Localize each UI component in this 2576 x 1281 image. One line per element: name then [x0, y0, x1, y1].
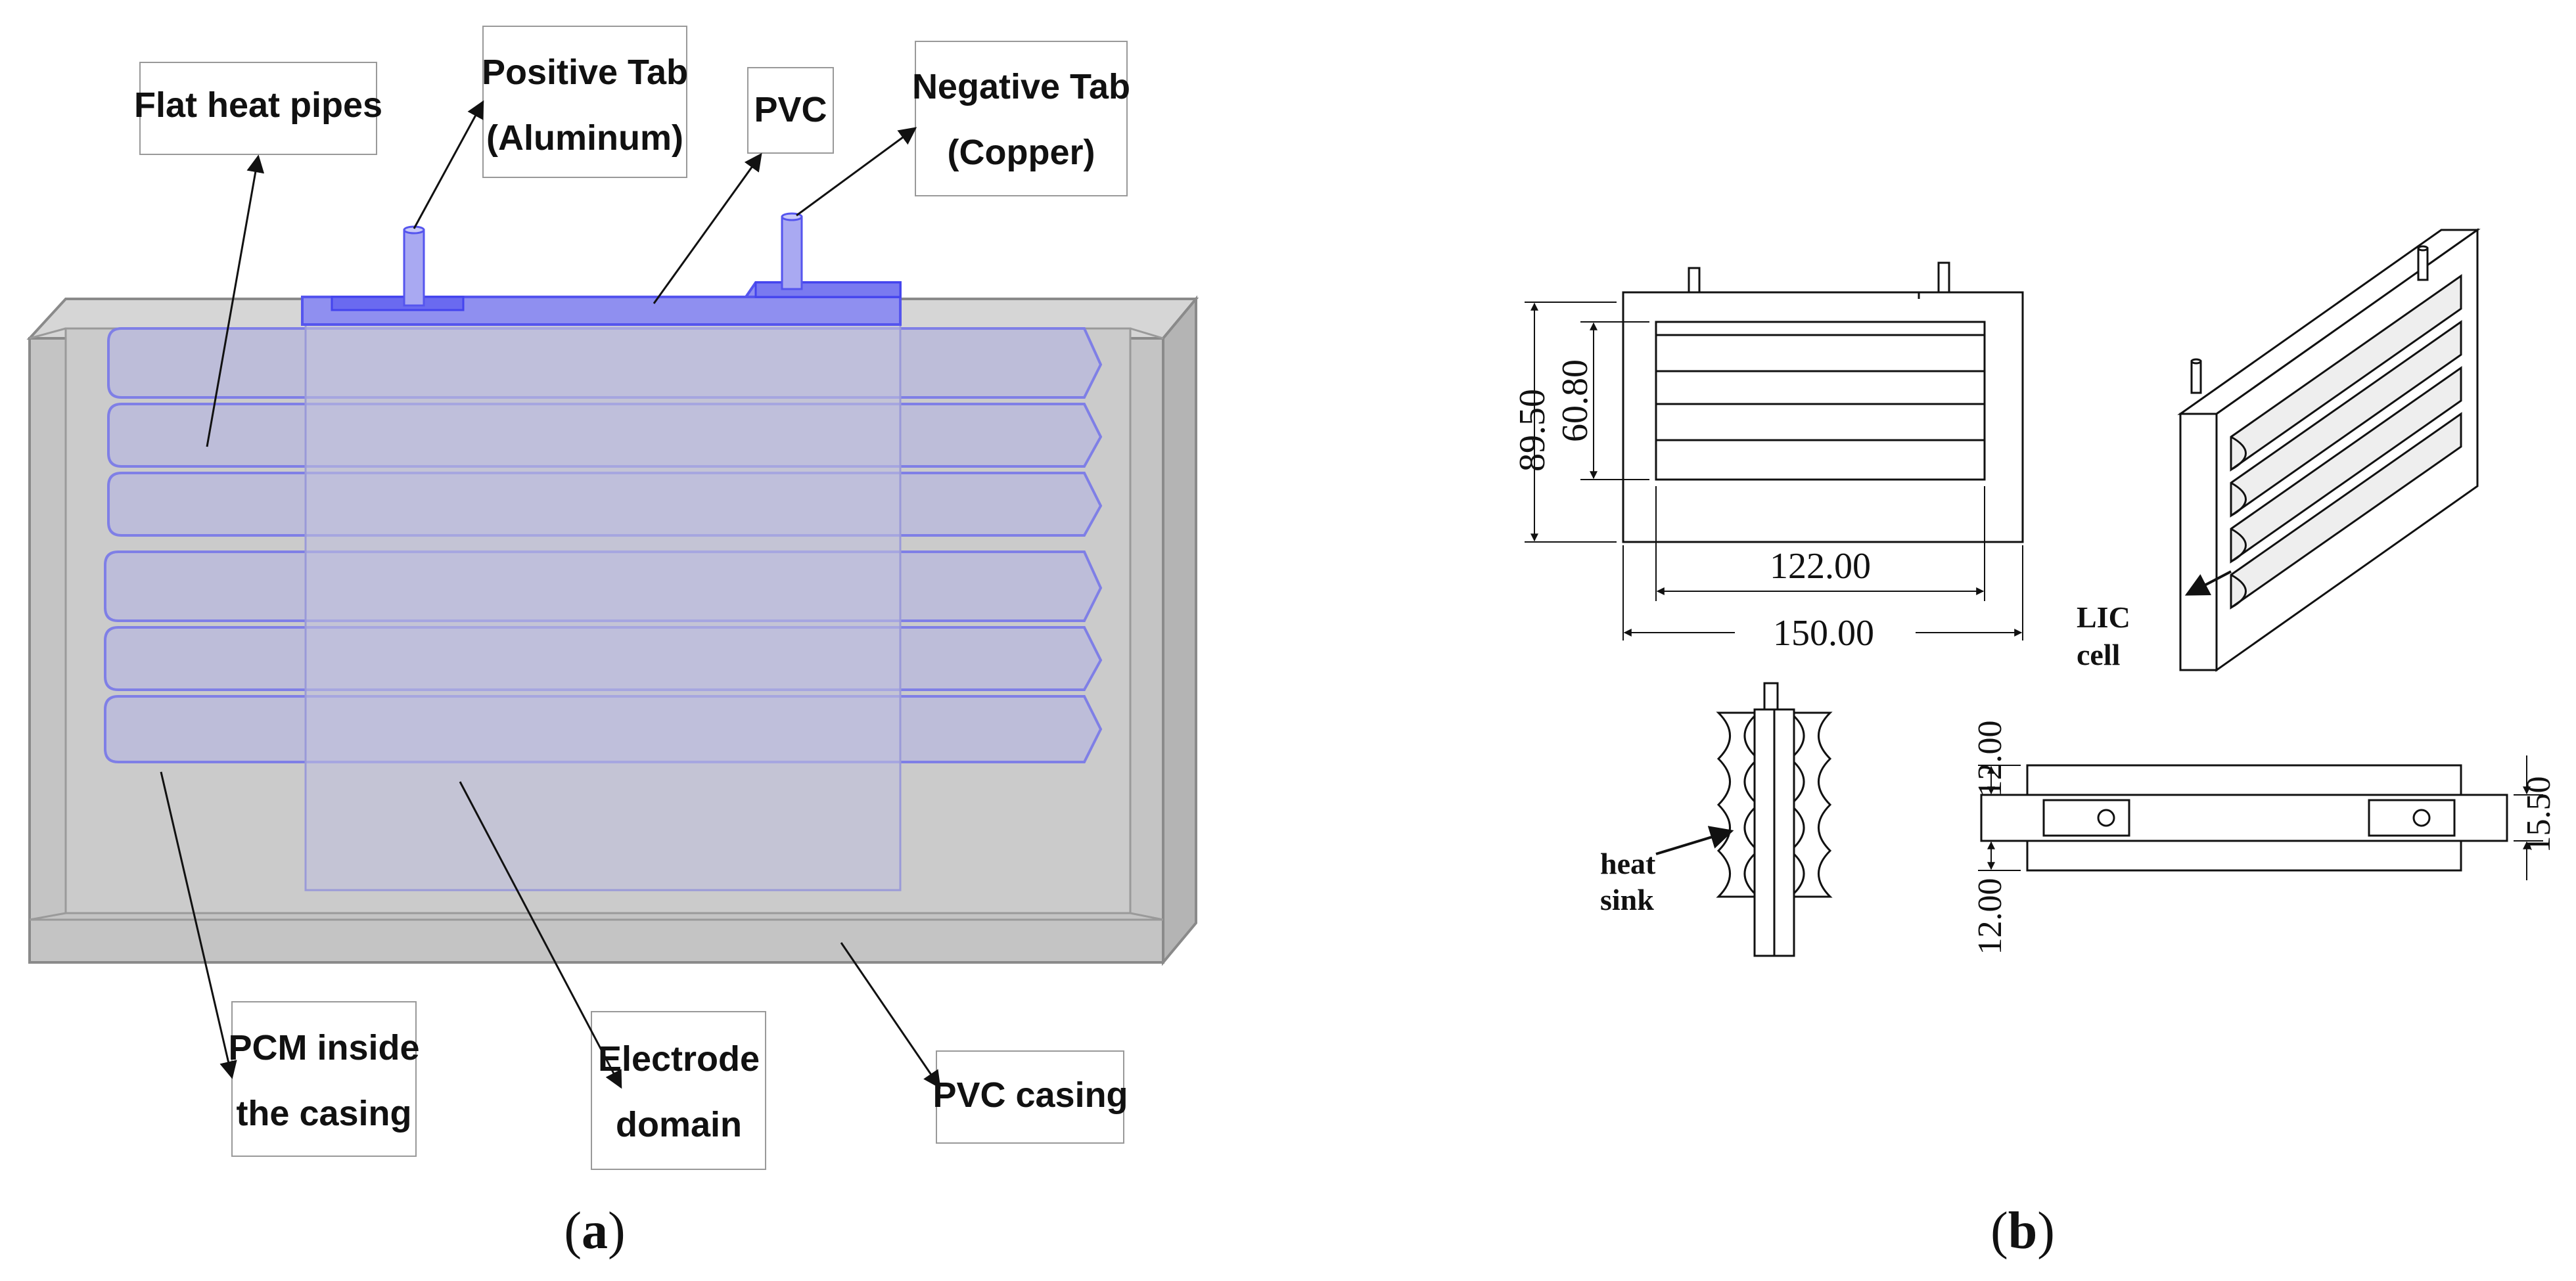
caption-a: (a) [564, 1202, 625, 1260]
dim-tab-height: 15.50 [2520, 776, 2558, 853]
svg-text:Flat heat pipes: Flat heat pipes [134, 85, 382, 125]
top-view-dimensions [1978, 755, 2543, 880]
isometric-view [2177, 228, 2481, 672]
lic-arrow [2184, 570, 2232, 596]
svg-text:Electrode: Electrode [598, 1039, 760, 1079]
label-pcm: PCM inside the casing [228, 1001, 420, 1157]
svg-text:PVC casing: PVC casing [932, 1075, 1128, 1115]
dim-top-gap: 12.00 [1971, 721, 2009, 798]
dim-height-outer: 89.50 [1512, 389, 1553, 472]
svg-text:Negative Tab: Negative Tab [912, 67, 1130, 106]
leader-arrows-a [160, 100, 941, 1089]
dim-bottom-gap: 12.00 [1971, 878, 2009, 955]
positive-tab-shape [403, 225, 425, 307]
label-positive-tab: Positive Tab (Aluminum) [482, 26, 688, 178]
label-flat-heat-pipes: Flat heat pipes [134, 62, 382, 155]
svg-text:(Aluminum): (Aluminum) [486, 118, 683, 158]
label-pvc-casing: PVC casing [932, 1050, 1128, 1144]
svg-text:PCM inside: PCM inside [228, 1028, 419, 1068]
svg-text:(Copper): (Copper) [948, 133, 1095, 172]
svg-text:domain: domain [616, 1105, 742, 1144]
label-sink: sink [1600, 883, 1654, 916]
svg-text:Positive Tab: Positive Tab [482, 53, 688, 92]
heat-sink-arrow [1655, 826, 1734, 855]
dim-width-outer: 150.00 [1773, 613, 1874, 654]
dim-height-inner: 60.80 [1555, 359, 1596, 442]
front-view [1622, 261, 2024, 543]
panel-b: 89.50 60.80 122.00 150.00 LIC cell [1512, 228, 2558, 1260]
electrode-domain-shape [304, 321, 902, 891]
caption-b: (b) [1990, 1202, 2055, 1260]
label-electrode: Electrode domain [591, 1011, 766, 1170]
side-view [1716, 682, 1833, 957]
front-view-dimensions [1525, 302, 2023, 640]
svg-text:the casing: the casing [236, 1094, 411, 1133]
dim-width-inner: 122.00 [1770, 546, 1871, 587]
label-lic: LIC [2077, 600, 2130, 634]
label-heat: heat [1600, 847, 1656, 880]
panel-a: Flat heat pipes Positive Tab (Aluminum) … [26, 26, 1199, 1260]
top-view [1980, 764, 2508, 872]
pvc-top-strip [301, 281, 902, 326]
label-cell: cell [2077, 638, 2120, 671]
negative-tab-shape [781, 212, 803, 290]
svg-text:PVC: PVC [754, 90, 827, 129]
label-negative-tab: Negative Tab (Copper) [912, 41, 1130, 196]
label-pvc: PVC [747, 67, 834, 154]
